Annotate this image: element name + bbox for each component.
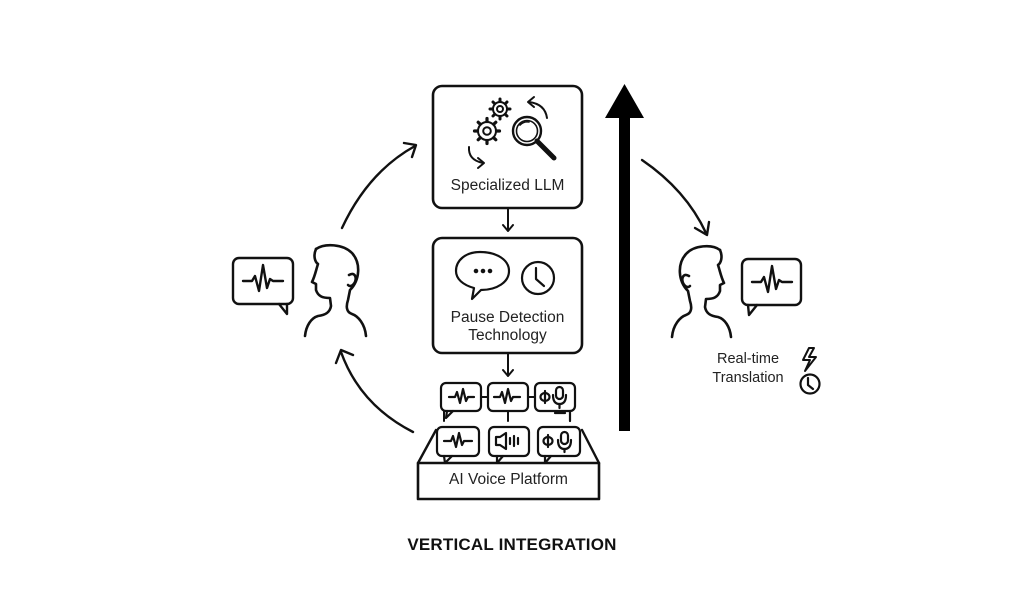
flow-arrow-down-right [640, 158, 711, 237]
realtime-label-line2: Translation [712, 370, 784, 386]
platform-top-row [439, 381, 577, 423]
phi-mic-bubble-icon [533, 381, 577, 423]
realtime-label-line1: Real-time [716, 351, 780, 367]
clock-icon [520, 260, 556, 296]
waveform-bubble-icon [486, 381, 530, 422]
speaker-bubble-icon [487, 425, 531, 465]
connector-arrow-pause-to-platform [502, 352, 514, 377]
phi-mic-bubble-icon [536, 425, 582, 465]
pause-detection-label-line2: Technology [468, 327, 547, 344]
person-icon [303, 243, 368, 338]
clock-icon [799, 373, 821, 395]
magnifier-icon [511, 115, 557, 161]
ai-voice-platform-label: AI Voice Platform [449, 471, 568, 488]
connector-arrow-llm-to-pause [502, 207, 514, 232]
gears-icon [472, 97, 512, 146]
person-icon [670, 244, 733, 339]
vertical-integration-arrow [605, 84, 644, 431]
flow-arrow-down-left [334, 348, 415, 434]
diagram-title: VERTICAL INTEGRATION [407, 535, 617, 554]
flow-arrow-up-left [340, 141, 418, 230]
cycle-arrows-icon [467, 96, 548, 169]
left-speaker [231, 243, 368, 338]
waveform-speech-bubble-icon [231, 256, 295, 316]
lightning-icon [802, 347, 817, 372]
waveform-speech-bubble-icon [740, 257, 803, 317]
waveform-bubble-icon [439, 381, 483, 420]
platform-bottom-row [435, 425, 582, 465]
speech-bubble-ellipsis-icon [454, 250, 511, 301]
ai-voice-platform [416, 381, 601, 501]
waveform-bubble-icon [435, 425, 481, 465]
pause-detection-label-line1: Pause Detection [450, 309, 565, 326]
specialized-llm-label: Specialized LLM [450, 177, 565, 194]
right-speaker [670, 244, 803, 339]
